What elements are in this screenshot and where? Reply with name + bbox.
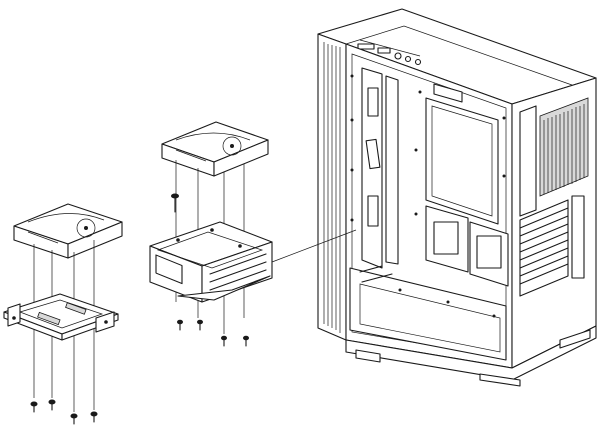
screws-center-bottom xyxy=(177,319,249,347)
hdd-tray xyxy=(3,293,119,341)
screws-center xyxy=(171,193,179,213)
leader-line xyxy=(271,229,357,263)
hdd-left xyxy=(13,203,123,259)
screws-left xyxy=(30,399,98,425)
hdd-center xyxy=(161,121,269,177)
drive-cage-icon xyxy=(149,221,273,303)
screw-icon xyxy=(171,193,179,213)
screw-icon xyxy=(177,319,183,331)
screw-icon xyxy=(243,335,249,347)
screw-icon xyxy=(48,399,56,411)
screw-icon xyxy=(70,413,78,425)
hard-drive-icon xyxy=(13,203,123,259)
screw-icon xyxy=(90,411,98,423)
hard-drive-icon xyxy=(161,121,269,177)
screw-icon xyxy=(221,335,227,347)
pc-case-icon xyxy=(317,8,597,387)
screw-icon xyxy=(197,319,203,331)
drive-tray-icon xyxy=(3,293,119,341)
hdd-cage xyxy=(149,221,273,303)
screw-icon xyxy=(30,401,38,413)
